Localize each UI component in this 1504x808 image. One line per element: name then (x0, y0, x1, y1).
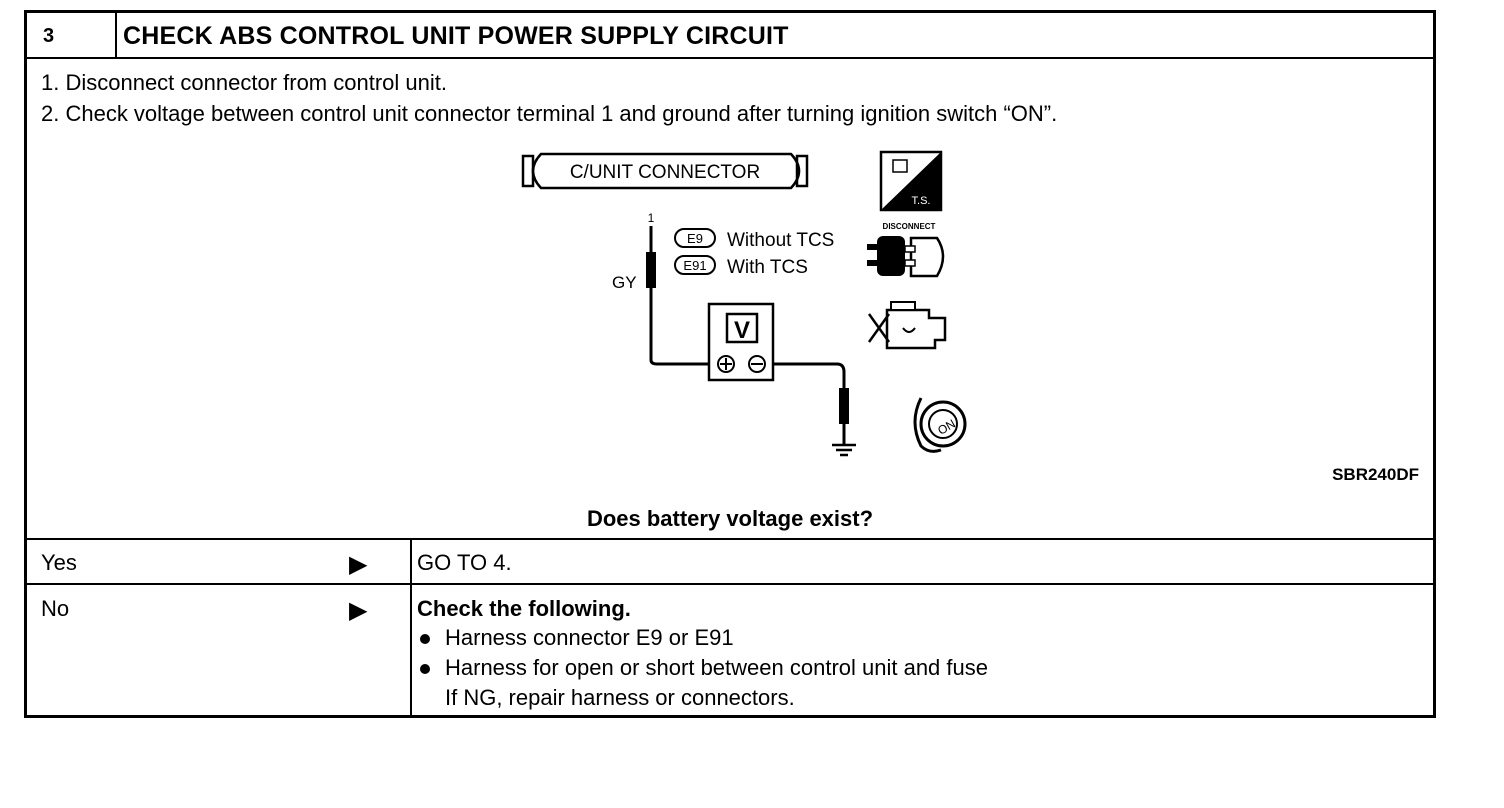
probe-lead (646, 252, 656, 288)
result-divider (410, 538, 412, 718)
wiring-diagram: C/UNIT CONNECTOR 1 GY E9 Without TCS E91… (521, 150, 967, 457)
instruction-2: 2. Check voltage between control unit co… (41, 101, 1058, 126)
bullet-icon (420, 664, 430, 674)
terminal-number: 1 (648, 211, 655, 225)
tester-ts-icon: T.S. (879, 150, 943, 212)
control-unit-connector: C/UNIT CONNECTOR (521, 152, 809, 190)
meter-label: V (734, 317, 750, 344)
figure-reference: SBR240DF (1332, 465, 1419, 484)
instruction-1: 1. Disconnect connector from control uni… (41, 70, 447, 95)
bullet-icon (420, 634, 430, 644)
yes-no-separator (27, 583, 1433, 585)
no-check-item-1: Harness connector E9 or E91 (445, 625, 734, 650)
engine-icon (867, 301, 947, 350)
disconnect-connector-icon: DISCONNECT (867, 222, 945, 278)
no-action-title: Check the following. (417, 596, 631, 621)
no-check-item-2: Harness for open or short between contro… (445, 655, 988, 680)
connector-code-e91: E91 (683, 258, 706, 273)
no-repair-note: If NG, repair harness or connectors. (445, 685, 795, 710)
ts-label: T.S. (912, 195, 931, 207)
connector-desc-with-tcs: With TCS (727, 257, 808, 278)
disconnect-label: DISCONNECT (883, 222, 936, 231)
decision-question: Does battery voltage exist? (586, 506, 874, 531)
voltmeter-icon: V (707, 302, 775, 382)
answer-no: No (41, 596, 70, 621)
diagnostic-procedure-table: 3 CHECK ABS CONTROL UNIT POWER SUPPLY CI… (24, 10, 1436, 718)
wire-color: GY (612, 273, 637, 292)
header-divider (115, 13, 117, 57)
step-number: 3 (43, 25, 55, 47)
connector-code-legend: E9 Without TCS E91 With TCS (674, 228, 834, 278)
step-title: CHECK ABS CONTROL UNIT POWER SUPPLY CIRC… (123, 22, 789, 50)
yes-arrow-icon: ▶ (349, 551, 368, 578)
connector-code-e9: E9 (687, 231, 703, 246)
header-separator (27, 57, 1433, 59)
answer-yes: Yes (41, 550, 77, 575)
connector-label: C/UNIT CONNECTOR (570, 162, 760, 183)
ground-icon (832, 443, 856, 457)
no-arrow-icon: ▶ (349, 597, 368, 624)
yes-action: GO TO 4. (417, 550, 512, 575)
connector-desc-without-tcs: Without TCS (727, 230, 834, 251)
ignition-key-on-icon: ON (913, 397, 967, 453)
question-separator (27, 538, 1433, 540)
